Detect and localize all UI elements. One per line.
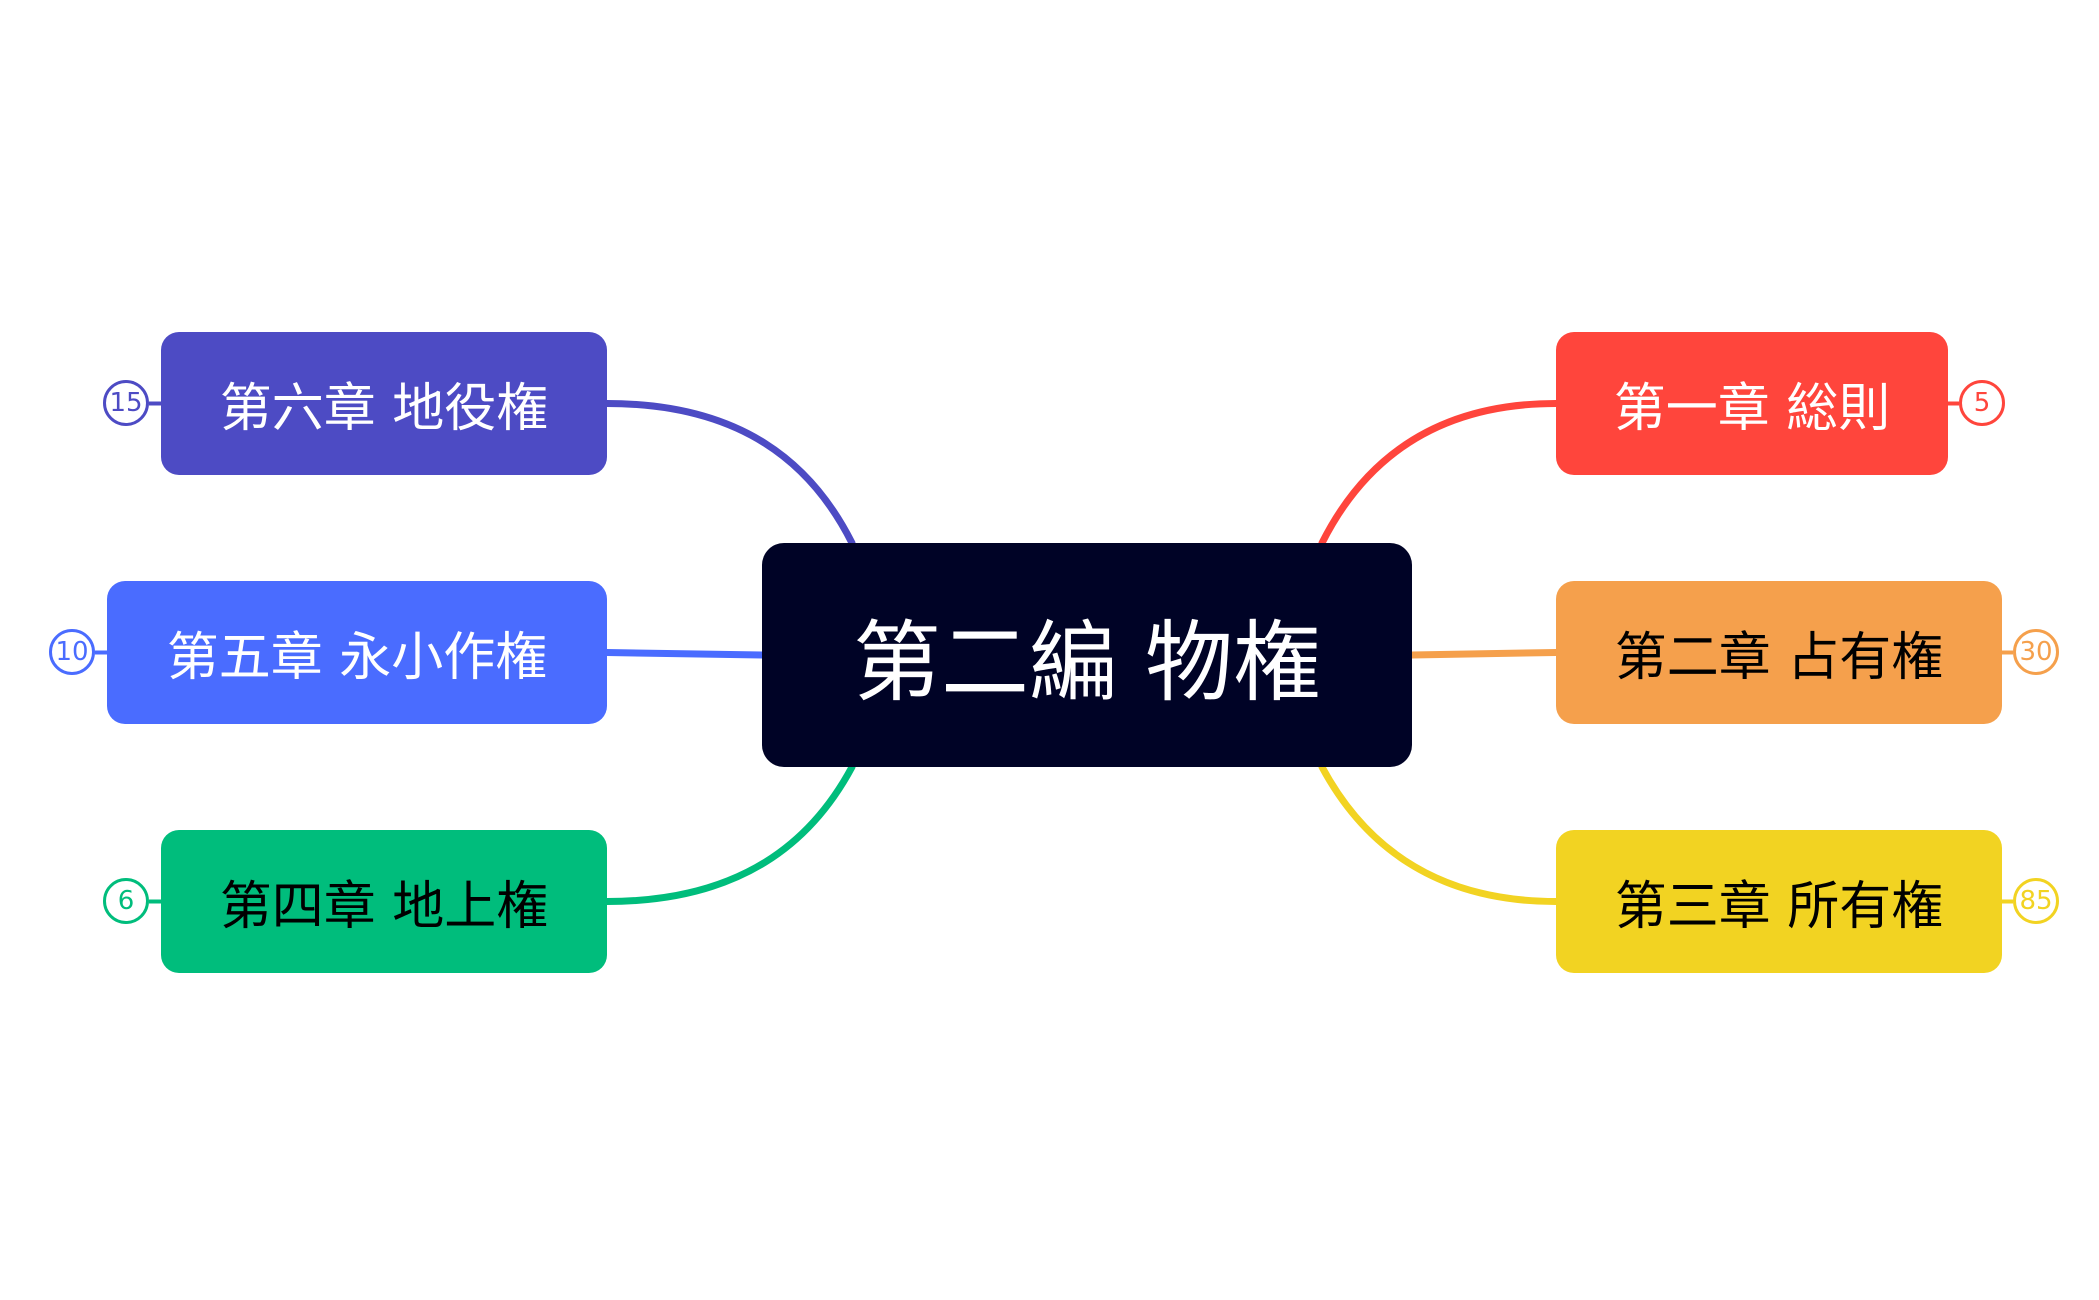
topic-label-ch4: 第四章 地上権 bbox=[219, 877, 549, 937]
topic-label-ch5: 第五章 永小作権 bbox=[166, 628, 548, 688]
count-badge-label-ch3: 85 bbox=[2019, 886, 2053, 916]
connector-ch4 bbox=[603, 763, 856, 905]
topic-label-ch2: 第二章 占有権 bbox=[1614, 628, 1944, 688]
topic-node-ch6[interactable]: 第六章 地役権 bbox=[161, 332, 607, 475]
count-badge-label-ch6: 15 bbox=[109, 388, 143, 418]
root-label: 第二編 物権 bbox=[853, 610, 1321, 714]
count-badge-ch2[interactable]: 30 bbox=[2013, 629, 2059, 675]
count-badge-label-ch1: 5 bbox=[1973, 388, 1991, 418]
count-badge-ch4[interactable]: 6 bbox=[103, 878, 149, 924]
connector-ch1 bbox=[1318, 400, 1560, 547]
topic-node-ch3[interactable]: 第三章 所有権 bbox=[1556, 830, 2002, 973]
topic-node-ch5[interactable]: 第五章 永小作権 bbox=[107, 581, 607, 724]
connector-ch5 bbox=[603, 649, 766, 659]
connector-ch2 bbox=[1408, 649, 1560, 659]
count-badge-ch3[interactable]: 85 bbox=[2013, 878, 2059, 924]
topic-label-ch6: 第六章 地役権 bbox=[219, 379, 549, 439]
connector-ch6 bbox=[603, 400, 856, 547]
topic-node-ch1[interactable]: 第一章 総則 bbox=[1556, 332, 1948, 475]
count-badge-label-ch2: 30 bbox=[2019, 637, 2053, 667]
count-badge-ch5[interactable]: 10 bbox=[49, 629, 95, 675]
count-badge-ch6[interactable]: 15 bbox=[103, 380, 149, 426]
topic-label-ch3: 第三章 所有権 bbox=[1614, 877, 1944, 937]
topic-node-ch2[interactable]: 第二章 占有権 bbox=[1556, 581, 2002, 724]
connector-ch3 bbox=[1318, 763, 1560, 905]
count-badge-label-ch4: 6 bbox=[117, 886, 135, 916]
root-node[interactable]: 第二編 物権 bbox=[762, 543, 1412, 767]
count-badge-ch1[interactable]: 5 bbox=[1959, 380, 2005, 426]
topic-node-ch4[interactable]: 第四章 地上権 bbox=[161, 830, 607, 973]
count-badge-label-ch5: 10 bbox=[55, 637, 89, 667]
topic-label-ch1: 第一章 総則 bbox=[1613, 379, 1891, 439]
